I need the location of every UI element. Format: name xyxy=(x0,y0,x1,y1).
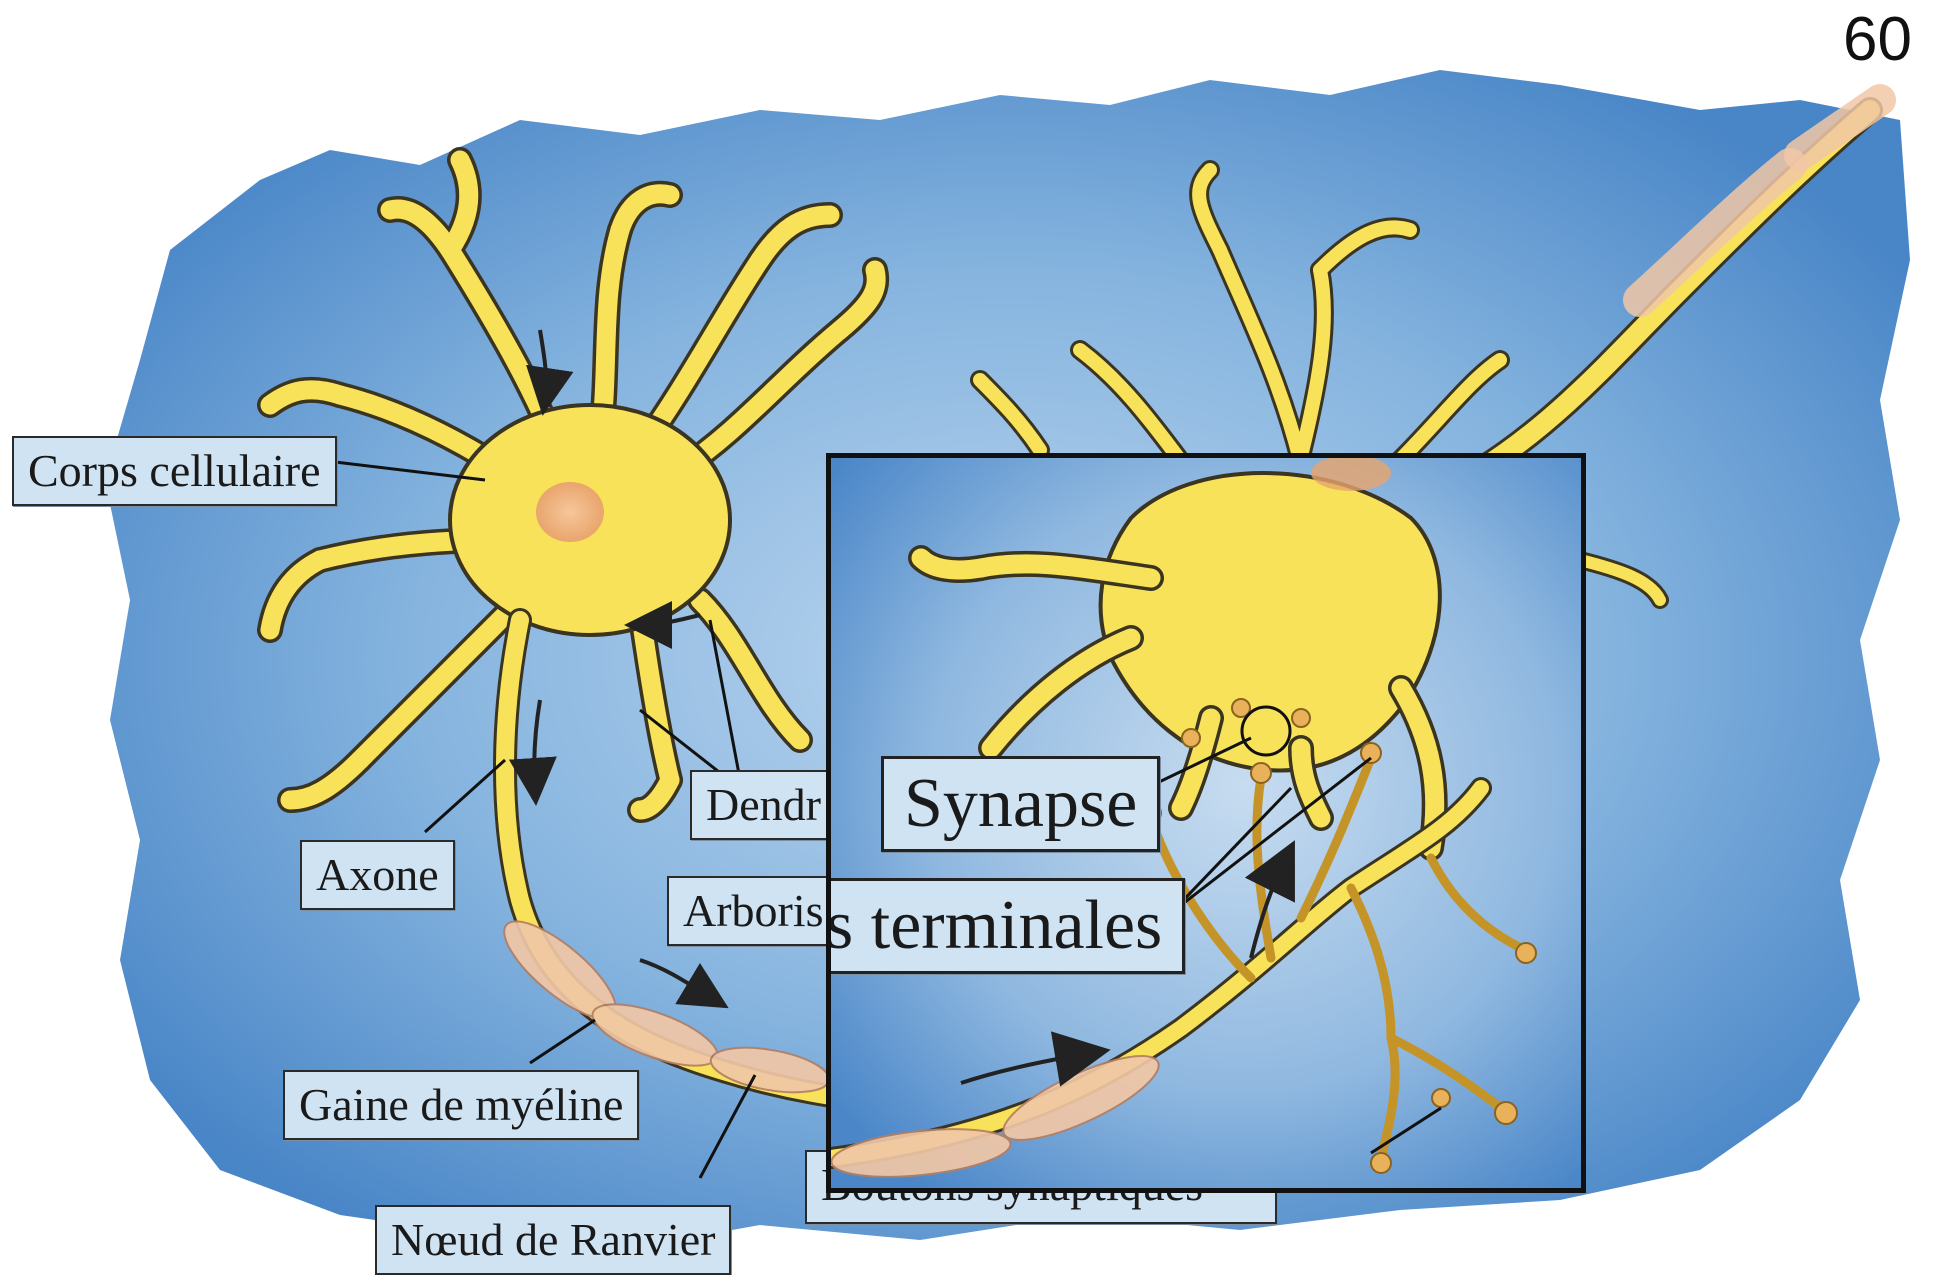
label-noeud-ranvier: Nœud de Ranvier xyxy=(375,1205,731,1275)
label-gaine-myeline: Gaine de myéline xyxy=(283,1070,639,1140)
page-number: 60 xyxy=(1843,4,1912,75)
label-corps-cellulaire: Corps cellulaire xyxy=(12,436,337,506)
synapse-zoom-inset: Synapse s terminales xyxy=(826,453,1586,1193)
nucleus xyxy=(536,482,604,542)
inset-label-synapse: Synapse xyxy=(881,756,1160,852)
label-dendrites: Dendr xyxy=(690,770,837,840)
label-arborisations: Arboris xyxy=(667,876,840,946)
inset-label-terminales: s terminales xyxy=(826,878,1185,974)
label-axone: Axone xyxy=(300,840,455,910)
